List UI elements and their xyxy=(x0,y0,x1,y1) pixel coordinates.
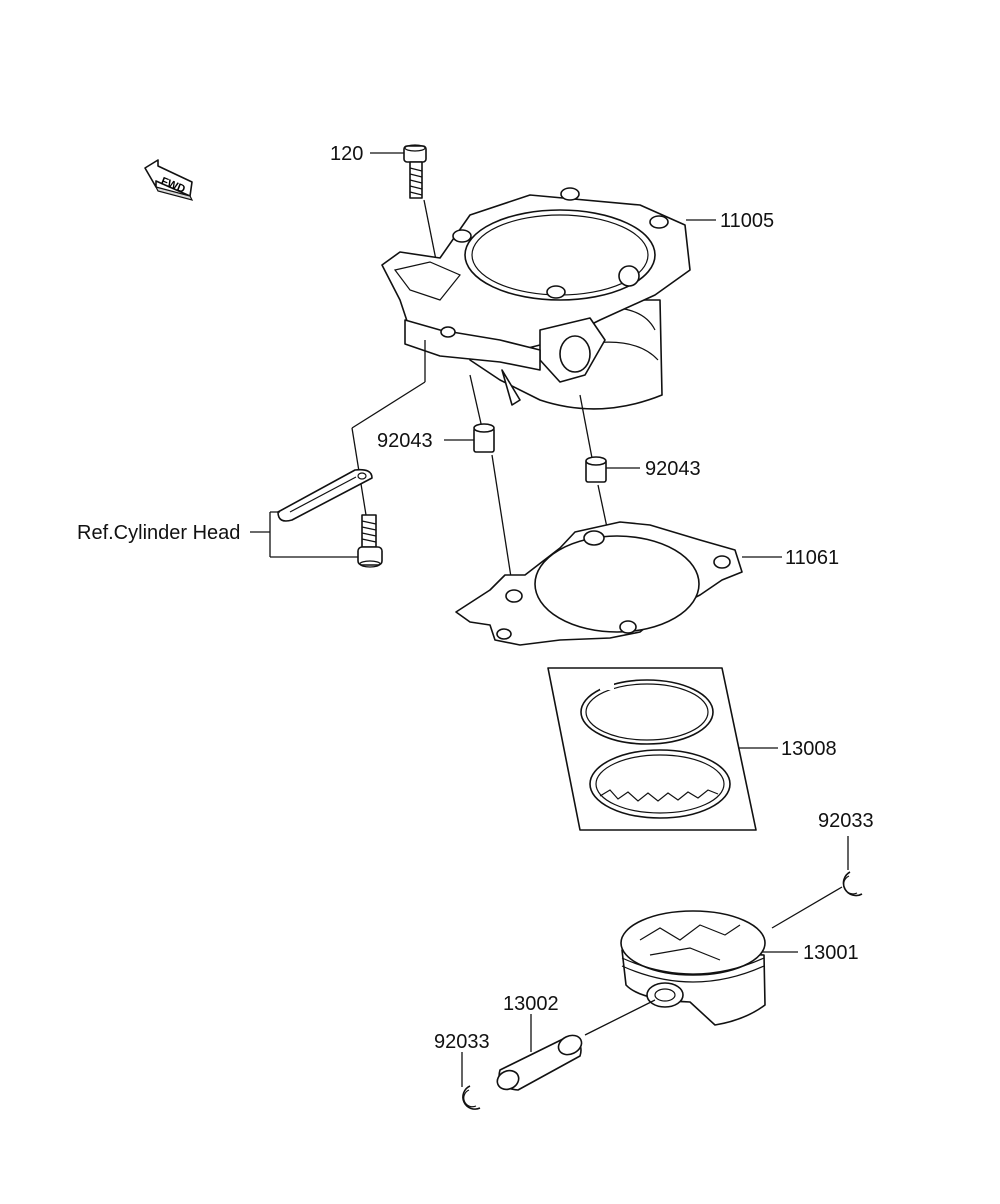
dowel-pin-right[interactable] xyxy=(585,456,607,483)
axis-line-gasket-left xyxy=(491,454,514,591)
bracket-ref-cylinder-head xyxy=(250,511,358,558)
label-ref-cylinder-head[interactable]: Ref.Cylinder Head xyxy=(77,522,241,544)
label-92033-right[interactable]: 92033 xyxy=(818,810,874,832)
gasket-11061[interactable] xyxy=(455,521,743,646)
piston-ring-set-13008[interactable] xyxy=(547,667,757,831)
label-11005[interactable]: 11005 xyxy=(720,210,775,232)
axis-line-clip-right xyxy=(771,886,843,929)
axis-line-dowel-left xyxy=(469,374,483,429)
label-92043-right[interactable]: 92043 xyxy=(645,458,701,480)
circlip-right[interactable] xyxy=(842,871,863,897)
axis-line-pin xyxy=(584,999,656,1036)
label-13008[interactable]: 13008 xyxy=(781,738,837,760)
piston-pin-13002[interactable] xyxy=(494,1032,584,1093)
cylinder-head-bracket[interactable] xyxy=(277,468,373,522)
dowel-pin-left[interactable] xyxy=(473,423,495,453)
cylinder-head-bolt[interactable] xyxy=(357,514,383,568)
label-13002[interactable]: 13002 xyxy=(503,993,559,1015)
fwd-arrow-icon: FWD xyxy=(144,159,194,201)
label-11061[interactable]: 11061 xyxy=(785,547,840,569)
axis-line-dowel-right xyxy=(579,394,593,459)
circlip-left[interactable] xyxy=(462,1085,481,1110)
bolt-120[interactable] xyxy=(403,144,427,199)
label-120[interactable]: 120 xyxy=(330,143,364,165)
label-92033-left[interactable]: 92033 xyxy=(434,1031,490,1053)
label-92043-left[interactable]: 92043 xyxy=(377,430,433,452)
piston-13001[interactable] xyxy=(620,910,766,1026)
label-13001[interactable]: 13001 xyxy=(803,942,859,964)
cylinder-11005[interactable] xyxy=(381,187,691,410)
axis-line-ref-2 xyxy=(351,381,426,429)
